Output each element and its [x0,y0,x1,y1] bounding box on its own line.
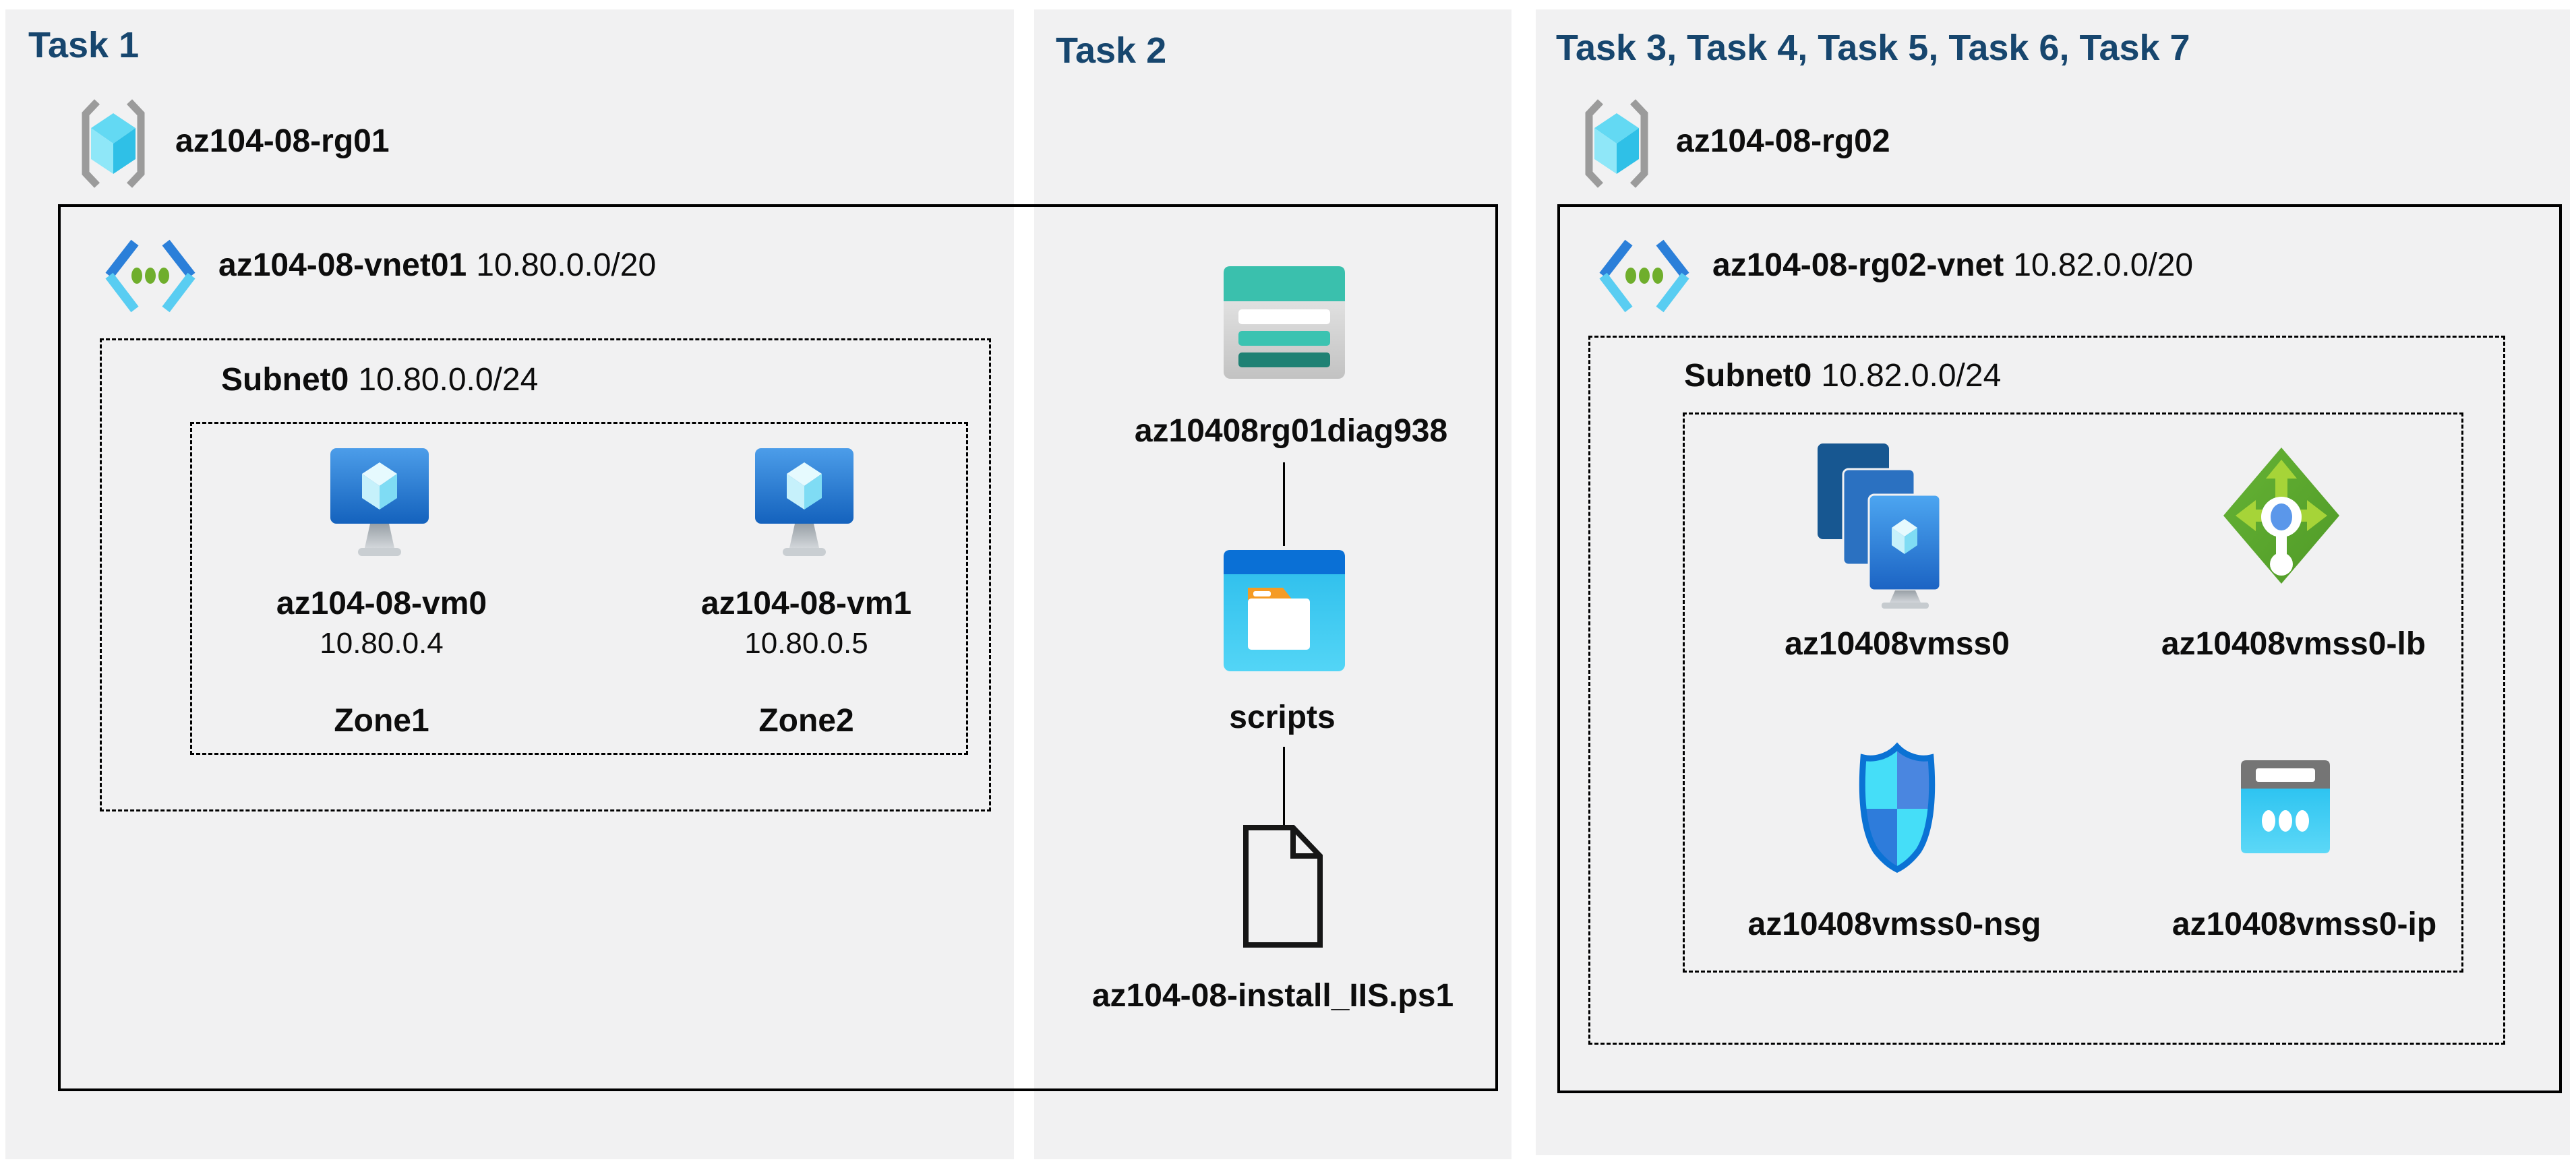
vm-zone: Zone2 [758,703,854,739]
task1-header: Task 1 [28,25,140,65]
script-file-name: az104-08-install_IIS.ps1 [1091,978,1454,1014]
vm-name: az104-08-vm0 [276,586,487,621]
virtual-machine-icon [330,448,429,556]
task3-subnet-box [1588,336,2505,1045]
vm-scale-set-icon [1814,443,1948,609]
task3-header: Task 3, Task 4, Task 5, Task 6, Task 7 [1556,28,2190,68]
vm-name: az104-08-vm1 [700,586,912,621]
subnet-cidr: 10.82.0.0/24 [1821,358,2002,394]
virtual-machine-icon [755,448,853,556]
vnet-cidr: 10.82.0.0/20 [2013,247,2194,283]
task1-panel [5,9,1014,1159]
task3-panel [1536,9,2570,1155]
connector-line [1283,462,1285,546]
task2-header: Task 2 [1056,30,1167,71]
script-file-icon [1242,824,1324,949]
network-security-group-icon [1850,741,1944,873]
subnet-name: Subnet0 [1684,358,1812,394]
blob-container-icon [1224,550,1345,671]
resource-group-name: az104-08-rg01 [175,123,390,159]
task1-vm-group-box [190,422,968,755]
connector-line [1283,747,1285,834]
load-balancer-icon [2221,445,2342,586]
resource-group-name: az104-08-rg02 [1676,123,1890,159]
resource-group-icon [77,98,150,189]
subnet-cidr: 10.80.0.0/24 [358,362,539,398]
task1-subnet-box [100,338,991,811]
vm-zone: Zone1 [334,703,429,739]
resource-name: az10408vmss0-lb [2161,626,2426,662]
vm-ip: 10.80.0.5 [744,627,868,660]
public-ip-icon [2238,758,2333,856]
vnet-name: az104-08-vnet01 [218,247,467,283]
virtual-network-icon [100,237,201,315]
subnet-name: Subnet0 [221,362,349,398]
task1-task2-vnet-box [58,204,1498,1091]
virtual-network-icon [1594,237,1695,315]
resource-group-icon [1580,98,1653,189]
task3-vnet-box [1557,204,2562,1093]
container-name: scripts [1229,700,1336,735]
vnet-name: az104-08-rg02-vnet [1712,247,2004,283]
task3-resource-group-box [1683,412,2463,973]
storage-account-icon [1224,266,1345,379]
resource-name: az10408vmss0-ip [2171,907,2437,942]
vnet-cidr: 10.80.0.0/20 [476,247,657,283]
resource-name: az10408vmss0 [1785,626,2010,662]
resource-name: az10408vmss0-nsg [1747,907,2041,942]
vm-ip: 10.80.0.4 [320,627,444,660]
storage-account-name: az10408rg01diag938 [1134,413,1448,449]
